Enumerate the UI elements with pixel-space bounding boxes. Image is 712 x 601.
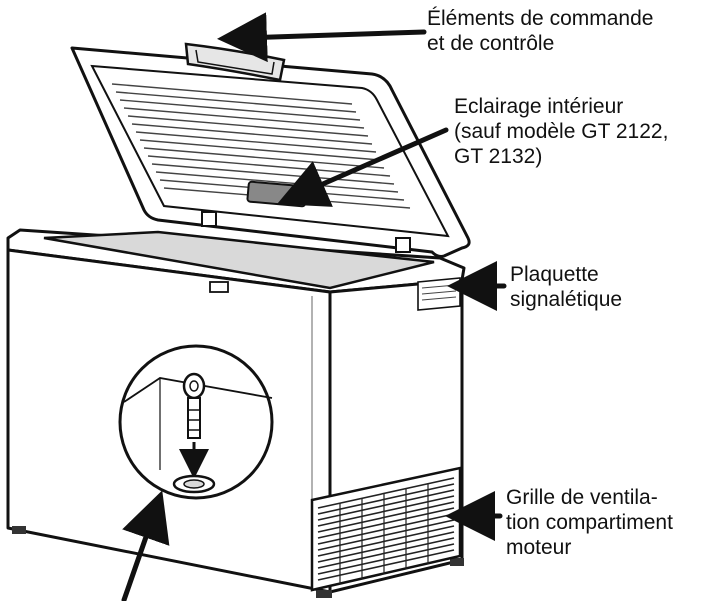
leader-lighting: [277, 127, 449, 207]
hinge-left: [201, 211, 217, 227]
hinge-right: [395, 237, 411, 253]
leader-controls: [217, 12, 427, 63]
label-controls: Éléments de commande et de contrôle: [427, 6, 653, 56]
label-grille-line-1: Grille de ventila-: [506, 486, 658, 509]
drain-plug: [182, 372, 206, 439]
label-lighting-line-2: (sauf modèle GT 2122,: [454, 120, 669, 143]
label-lighting-line-3: GT 2132): [454, 145, 543, 168]
label-grille-line-3: moteur: [506, 536, 572, 559]
label-rating-plate: Plaquette signalétique: [510, 262, 622, 312]
label-plate-line-2: signalétique: [510, 288, 623, 311]
label-controls-line-1: Éléments de commande: [427, 7, 654, 30]
label-plate-line-1: Plaquette: [510, 263, 599, 286]
foot-front-left: [12, 526, 26, 534]
lid-liner-ribs: [111, 83, 411, 209]
foot-front-right: [316, 590, 332, 598]
label-grille-line-2: tion compartiment: [506, 511, 673, 534]
leader-drain: [121, 490, 170, 601]
freezer-lid: [70, 46, 471, 258]
label-lighting-line-1: Eclairage intérieur: [454, 95, 624, 118]
foot-rear-right: [450, 558, 464, 566]
ventilation-grille: [310, 466, 462, 592]
label-controls-line-2: et de contrôle: [427, 32, 555, 55]
label-interior-lighting: Eclairage intérieur (sauf modèle GT 2122…: [454, 94, 668, 169]
drain-detail-callout: [118, 344, 274, 500]
drain-outlet: [172, 474, 216, 494]
label-ventilation-grille: Grille de ventila- tion compartiment mot…: [506, 485, 673, 560]
lid-lock: [209, 281, 229, 293]
rating-plate: [417, 277, 461, 311]
